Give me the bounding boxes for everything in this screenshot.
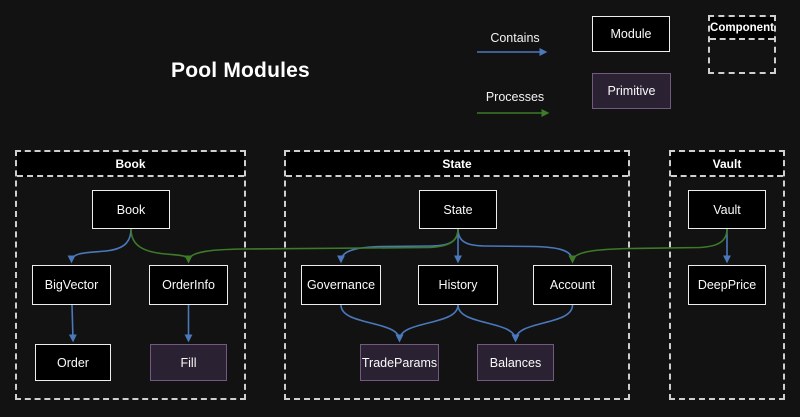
legend-primitive-label: Primitive [607, 84, 656, 98]
node-governance-label: Governance [306, 278, 376, 292]
node-order-label: Order [57, 355, 89, 370]
node-governance: Governance [301, 265, 381, 305]
book-container-header: Book [17, 152, 244, 177]
node-fill-label: Fill [180, 355, 197, 370]
node-balances-label: Balances [489, 355, 542, 370]
node-vault-label: Vault [713, 202, 741, 217]
legend-module-box: Module [592, 16, 670, 52]
legend-primitive-box: Primitive [592, 73, 671, 109]
node-state-label: State [443, 202, 473, 217]
legend-processes-label: Processes [485, 90, 545, 104]
node-fill: Fill [150, 344, 227, 381]
legend-module-label: Module [610, 27, 652, 41]
state-container-header: State [286, 152, 628, 177]
node-orderinfo: OrderInfo [149, 265, 228, 305]
state-container: State [284, 150, 630, 400]
legend-component-header: Component [710, 17, 774, 40]
legend-contains-label: Contains [490, 31, 540, 45]
node-account-label: Account [549, 278, 596, 292]
node-bigvector-label: BigVector [44, 278, 99, 292]
page-title: Pool Modules [171, 59, 310, 82]
node-account: Account [533, 265, 612, 305]
node-balances: Balances [477, 344, 554, 381]
vault-container-header: Vault [671, 152, 783, 177]
node-deepprice: DeepPrice [688, 265, 766, 305]
state-container-label: State [442, 156, 472, 171]
node-order: Order [35, 344, 111, 381]
node-history: History [418, 265, 498, 305]
legend-component-box: Component [708, 15, 776, 74]
vault-container: Vault [669, 150, 785, 400]
book-container-label: Book [115, 156, 146, 171]
node-tradeparams-label: TradeParams [361, 355, 438, 370]
node-bigvector: BigVector [32, 265, 111, 305]
node-tradeparams: TradeParams [360, 344, 439, 381]
node-orderinfo-label: OrderInfo [162, 278, 215, 292]
legend-component-label: Component [710, 21, 774, 34]
vault-container-label: Vault [712, 156, 742, 171]
node-book-label: Book [116, 202, 146, 217]
node-history-label: History [438, 278, 478, 292]
node-book: Book [92, 190, 170, 229]
node-vault: Vault [688, 190, 766, 229]
book-container: Book [15, 150, 246, 400]
node-deepprice-label: DeepPrice [697, 278, 757, 292]
node-state: State [419, 190, 497, 229]
